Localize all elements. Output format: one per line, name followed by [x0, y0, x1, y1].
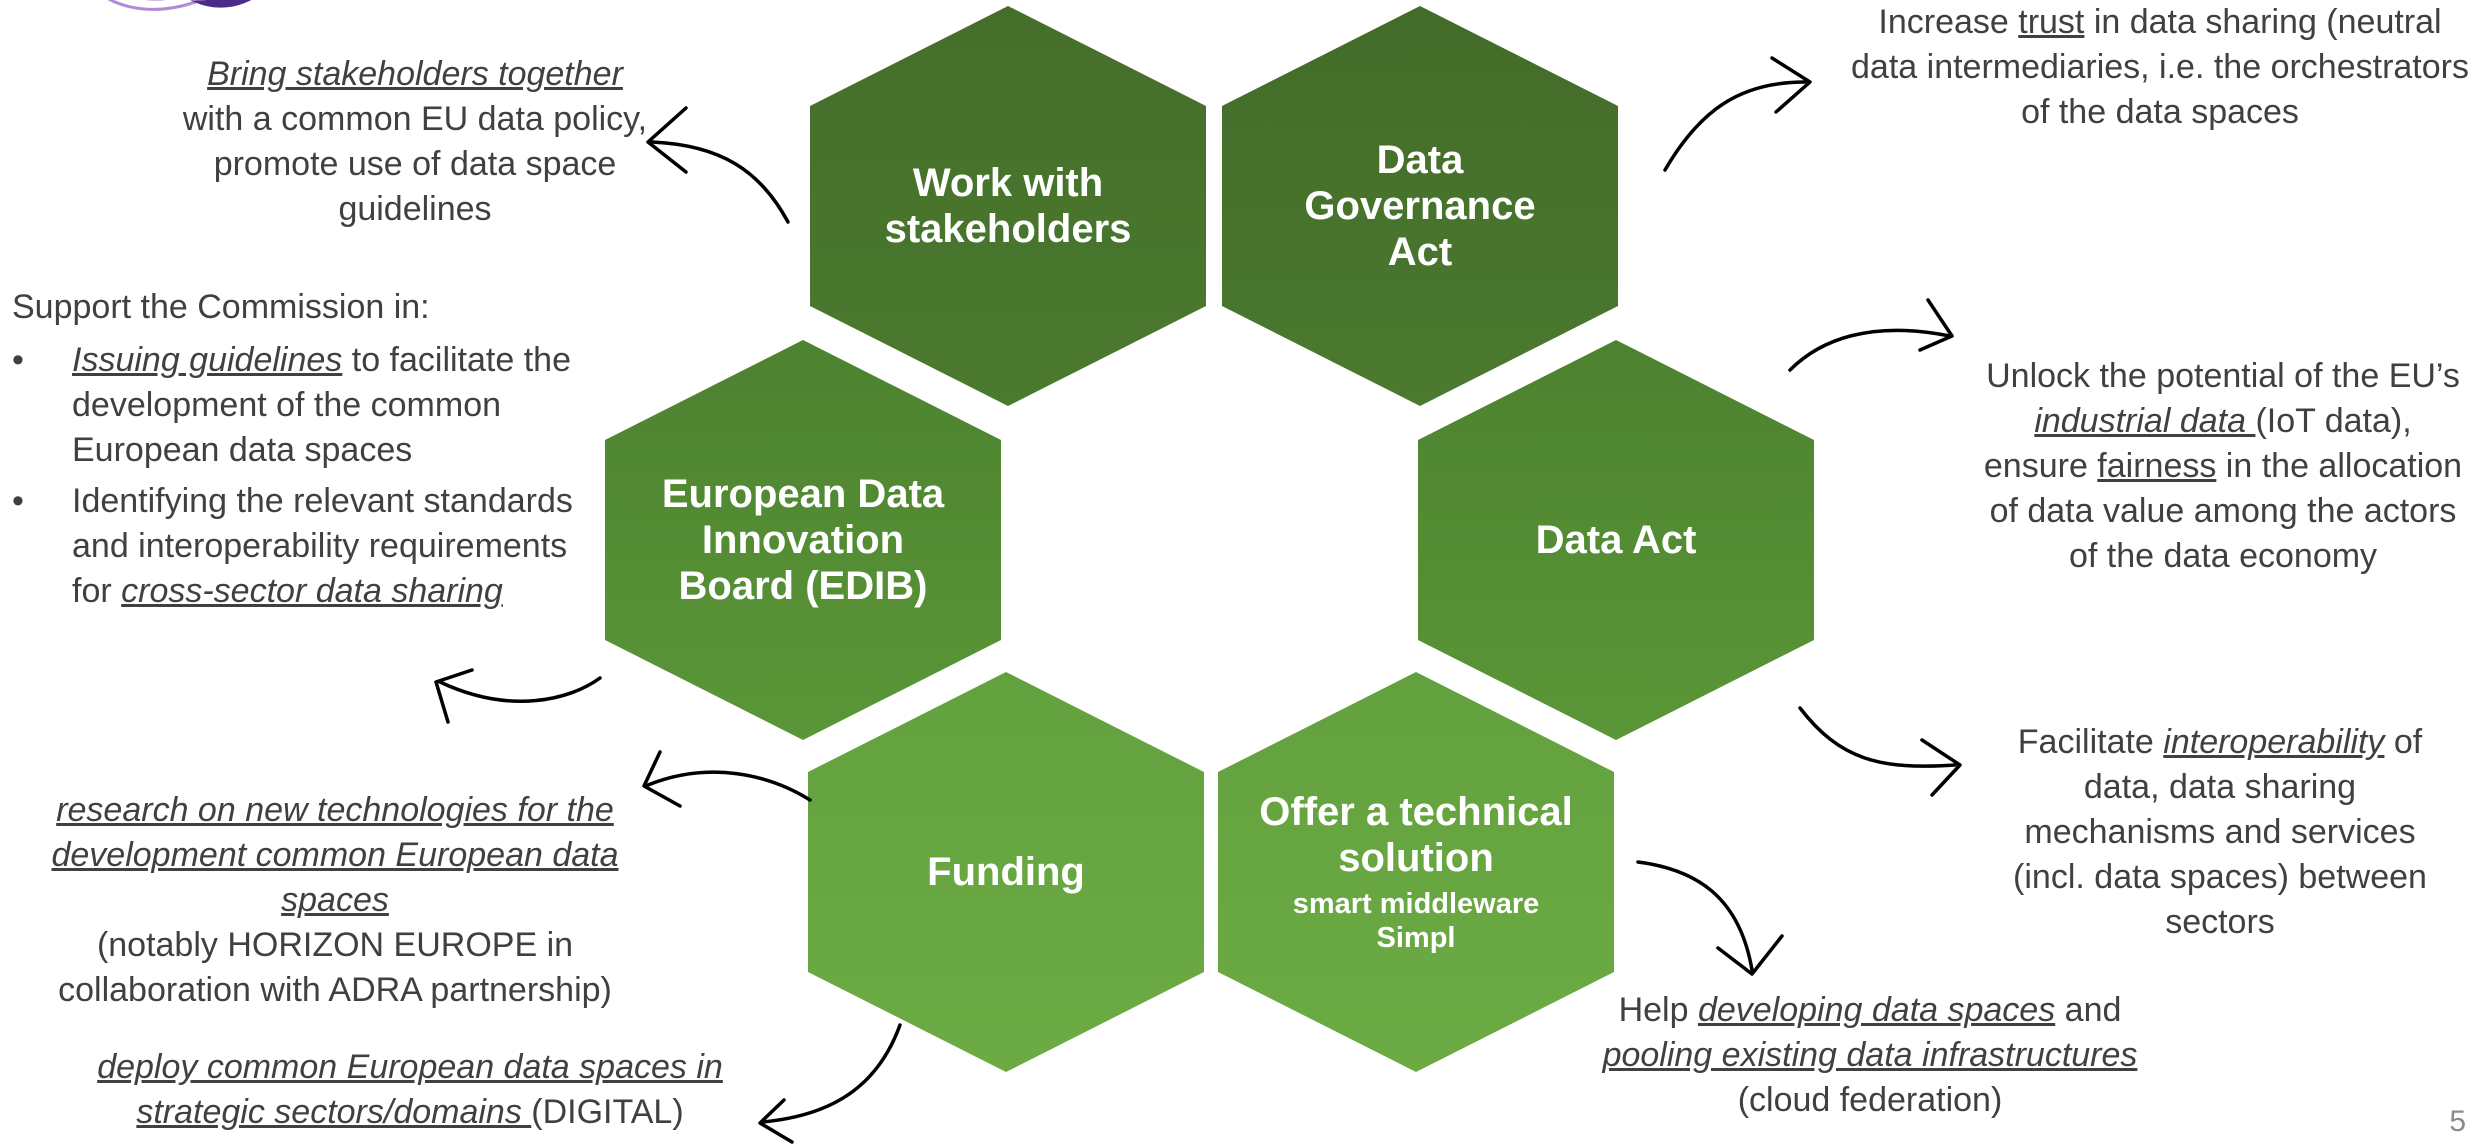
note-research: research on new technologies for the dev…: [10, 788, 660, 1013]
note-dga-link: trust: [2018, 3, 2085, 41]
note-dga-pre: Increase: [1878, 3, 2019, 41]
note-data-act-p3: in the allocation of data value among th…: [1989, 447, 2463, 575]
arrow-commission: [438, 676, 602, 703]
note-commission-intro: Support the Commission in:: [12, 288, 430, 326]
note-commission-bullet-1-text: to facilitate the development of the com…: [72, 341, 571, 469]
hex-funding-label: Funding: [927, 850, 1085, 894]
note-help-post: (cloud federation): [1737, 1081, 2003, 1119]
note-data-act-link1: industrial data: [2034, 402, 2256, 440]
note-data-act: Unlock the potential of the EU’s industr…: [1978, 354, 2468, 579]
note-dga-post: in data sharing (neutral data intermedia…: [1851, 3, 2469, 131]
arrow-dga: [1663, 80, 1807, 172]
page-number: 5: [2449, 1105, 2466, 1138]
hex-edib-label: European Data Innovation Board (EDIB): [661, 472, 945, 608]
note-commission-bullet-2-text: Identifying the relevant standards and i…: [72, 482, 573, 610]
arrow-data-act: [1788, 328, 1952, 372]
note-interop: Facilitate interoperability of data, dat…: [1990, 720, 2450, 945]
note-research-link: research on new technologies for the dev…: [51, 791, 619, 919]
note-stakeholders-text: with a common EU data policy, promote us…: [182, 100, 648, 228]
note-dga: Increase trust in data sharing (neutral …: [1850, 0, 2470, 135]
arrow-interop: [1798, 706, 1957, 768]
note-stakeholders: Bring stakeholders together with a commo…: [150, 52, 680, 232]
hex-technical-solution-title: Offer a technical solution: [1259, 790, 1573, 880]
note-interop-link: interoperability: [2163, 723, 2385, 761]
note-help-link2: pooling existing data infrastructures: [1602, 1036, 2138, 1074]
note-data-act-link2: fairness: [2097, 447, 2217, 485]
arrow-deploy: [760, 1023, 902, 1124]
note-interop-post: of data, data sharing mechanisms and ser…: [2013, 723, 2427, 941]
note-data-act-p2: (IoT data), ensure: [1983, 402, 2412, 485]
note-commission-bullet-1-link: Issuing guidelines: [72, 341, 343, 379]
hex-technical-solution-sub2: Simpl: [1376, 922, 1456, 954]
hex-work-with-stakeholders-label: Work with stakeholders: [884, 161, 1132, 251]
note-data-act-p1: Unlock the potential of the EU’s: [1986, 357, 2460, 395]
note-help-pre: Help: [1618, 991, 1698, 1029]
hex-funding: Funding: [808, 672, 1204, 1072]
note-research-text: (notably HORIZON EUROPE in collaboration…: [58, 926, 612, 1009]
note-deploy: deploy common European data spaces in st…: [60, 1045, 760, 1135]
hex-technical-solution-sub1: smart middleware: [1292, 888, 1540, 920]
note-help-mid: and: [2055, 991, 2122, 1029]
note-help-link1: developing data spaces: [1697, 991, 2056, 1029]
note-help: Help developing data spaces and pooling …: [1600, 988, 2140, 1123]
note-commission-bullet-2-link: cross-sector data sharing: [121, 572, 503, 610]
note-commission-bullet-1: Issuing guidelines to facilitate the dev…: [12, 338, 642, 473]
logo-icon: [107, 0, 252, 11]
note-stakeholders-link: Bring stakeholders together: [207, 55, 623, 93]
hex-data-governance-act-label: Data Governance Act: [1304, 138, 1536, 274]
arrow-stakeholders: [650, 140, 790, 224]
arrow-research: [646, 770, 812, 802]
arrow-help: [1636, 860, 1754, 972]
note-commission: Support the Commission in: Issuing guide…: [12, 285, 642, 620]
note-interop-pre: Facilitate: [2017, 723, 2164, 761]
note-deploy-text: (DIGITAL): [531, 1093, 684, 1131]
hex-data-act-label: Data Act: [1535, 518, 1697, 562]
note-deploy-link: deploy common European data spaces in st…: [97, 1048, 723, 1131]
note-commission-bullet-2: Identifying the relevant standards and i…: [12, 479, 592, 614]
hex-technical-solution: Offer a technical solution smart middlew…: [1218, 672, 1614, 1072]
